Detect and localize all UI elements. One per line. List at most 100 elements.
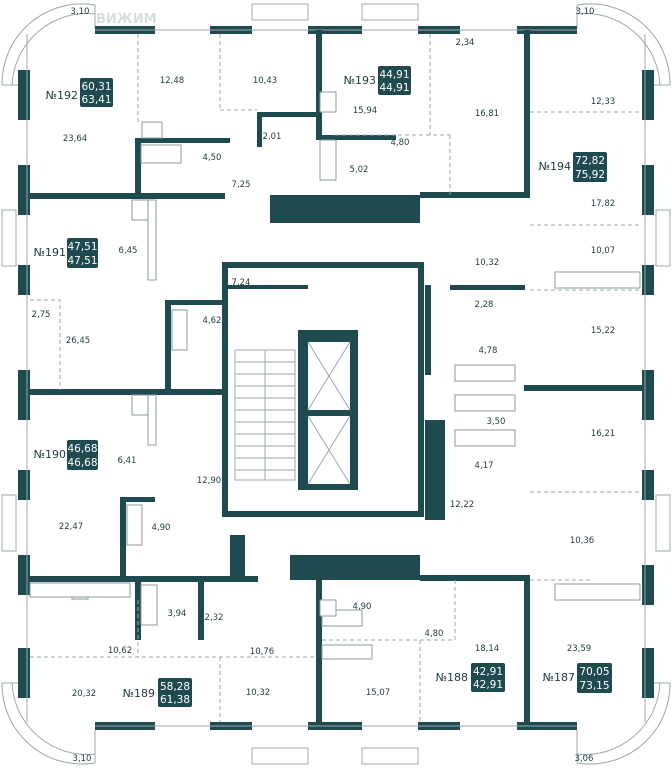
apartment-number: №189	[123, 687, 155, 700]
fixtures	[29, 91, 641, 660]
zone-lines	[30, 34, 642, 722]
room-area: 2,28	[475, 300, 494, 310]
stove-icon	[141, 121, 163, 139]
area-with-balcony: 61,38	[160, 694, 190, 706]
bathtub-icon	[319, 139, 337, 181]
room-area: 16,21	[591, 429, 615, 439]
stairs	[234, 349, 296, 481]
apartment-number: №187	[543, 671, 575, 684]
room-area: 4,80	[425, 629, 444, 639]
apartment-number: №193	[344, 74, 376, 87]
area-with-balcony: 47,51	[67, 255, 97, 267]
stove-icon	[319, 599, 337, 617]
core	[222, 262, 424, 517]
apartment-187[interactable]: №187 70,05 73,15 3,50 16,21 4,17 12,22 1…	[450, 417, 615, 693]
area-badge	[577, 663, 612, 693]
room-area: 2,75	[32, 310, 51, 320]
area-with-balcony: 63,41	[81, 94, 111, 106]
room-area: 2,32	[205, 613, 224, 623]
room-area: 12,22	[450, 500, 474, 510]
balcony-area: 3,10	[73, 754, 92, 764]
area-with-balcony: 46,68	[67, 457, 97, 469]
area-total: 58,28	[160, 681, 190, 693]
room-area: 7,25	[232, 180, 251, 190]
room-area: 7,24	[232, 278, 251, 288]
room-area: 4,78	[479, 346, 498, 356]
kitchen-counter	[147, 394, 157, 446]
interior-walls	[28, 30, 644, 725]
apartment-number: №191	[34, 246, 66, 259]
kitchen-counter	[147, 199, 157, 281]
room-area: 15,22	[591, 326, 615, 336]
apartment-190[interactable]: №190 46,68 46,68 6,41 12,90 22,47 4,90	[34, 440, 222, 533]
area-badge	[67, 238, 98, 268]
area-total: 72,82	[575, 155, 605, 167]
room-area: 2,01	[263, 132, 282, 142]
room-area: 10,36	[570, 536, 594, 546]
kitchen-counter	[554, 271, 641, 289]
apartment-194[interactable]: №194 72,82 75,92 12,33 17,82 10,07 10,32…	[475, 97, 616, 356]
area-total: 70,05	[579, 666, 609, 678]
room-area: 20,32	[72, 689, 96, 699]
room-area: 23,64	[63, 134, 87, 144]
room-area: 4,90	[152, 523, 171, 533]
stove-icon	[131, 394, 149, 416]
room-area: 10,43	[253, 76, 277, 86]
room-area: 16,81	[475, 109, 499, 119]
apartment-number: №192	[46, 89, 78, 102]
room-area: 17,82	[591, 199, 615, 209]
area-badge	[378, 66, 411, 95]
apartment-191[interactable]: №191 47,51 47,51 6,45 7,24 2,75 26,45 4,…	[32, 238, 251, 346]
watermark: ВИЖИМ	[96, 12, 157, 27]
room-area: 10,32	[246, 688, 270, 698]
area-badge	[67, 440, 98, 470]
room-area: 6,41	[118, 456, 137, 466]
balcony-area: 3,10	[71, 7, 90, 17]
room-area: 4,50	[203, 153, 222, 163]
apartment-192[interactable]: №192 60,31 63,41 12,48 10,43 23,64 4,50 …	[46, 76, 282, 190]
room-area: 10,07	[591, 246, 615, 256]
bathtub-icon	[454, 429, 516, 447]
balcony-area: 3,10	[576, 7, 595, 17]
area-badge	[80, 78, 113, 107]
area-total: 44,91	[379, 69, 409, 81]
room-area: 3,94	[168, 609, 187, 619]
room-area: 26,45	[66, 336, 90, 346]
apartment-number: №190	[34, 448, 66, 461]
bathtub-icon	[140, 144, 182, 164]
room-area: 4,17	[475, 461, 494, 471]
room-area: 3,50	[487, 417, 506, 427]
apartment-188[interactable]: №188 42,91 42,91 4,90 4,80 18,14 15,07	[353, 602, 505, 698]
apartment-number: №194	[539, 160, 571, 173]
room-area: 10,76	[250, 647, 274, 657]
room-area: 18,14	[475, 644, 499, 654]
area-with-balcony: 73,15	[579, 680, 609, 692]
area-with-balcony: 75,92	[575, 169, 605, 181]
area-with-balcony: 42,91	[473, 679, 503, 691]
area-badge	[573, 152, 607, 182]
room-area: 4,80	[391, 138, 410, 148]
bathtub-icon	[140, 584, 158, 626]
room-area: 12,48	[160, 76, 184, 86]
room-area: 4,90	[353, 602, 372, 612]
apartment-189[interactable]: №189 58,28 61,38 3,94 2,32 10,62 10,76 2…	[72, 609, 274, 707]
area-total: 47,51	[67, 241, 97, 253]
bathtub-icon	[171, 309, 188, 351]
area-with-balcony: 44,91	[379, 82, 409, 94]
kitchen-counter	[321, 644, 373, 660]
balcony-area: 3,06	[575, 754, 594, 764]
room-area: 5,02	[350, 165, 369, 175]
area-total: 42,91	[473, 666, 503, 678]
room-area: 22,47	[59, 522, 83, 532]
room-area: 10,62	[108, 646, 132, 656]
room-area: 15,07	[366, 688, 390, 698]
room-area: 10,32	[475, 258, 499, 268]
stove-icon	[319, 91, 337, 113]
area-badge	[158, 678, 192, 707]
room-area: 2,34	[456, 38, 475, 48]
room-area: 12,33	[591, 97, 615, 107]
apartment-193[interactable]: №193 44,91 44,91 15,94 2,34 16,81 4,80 5…	[344, 38, 500, 175]
balconies	[1, 3, 671, 765]
area-total: 46,68	[67, 443, 97, 455]
